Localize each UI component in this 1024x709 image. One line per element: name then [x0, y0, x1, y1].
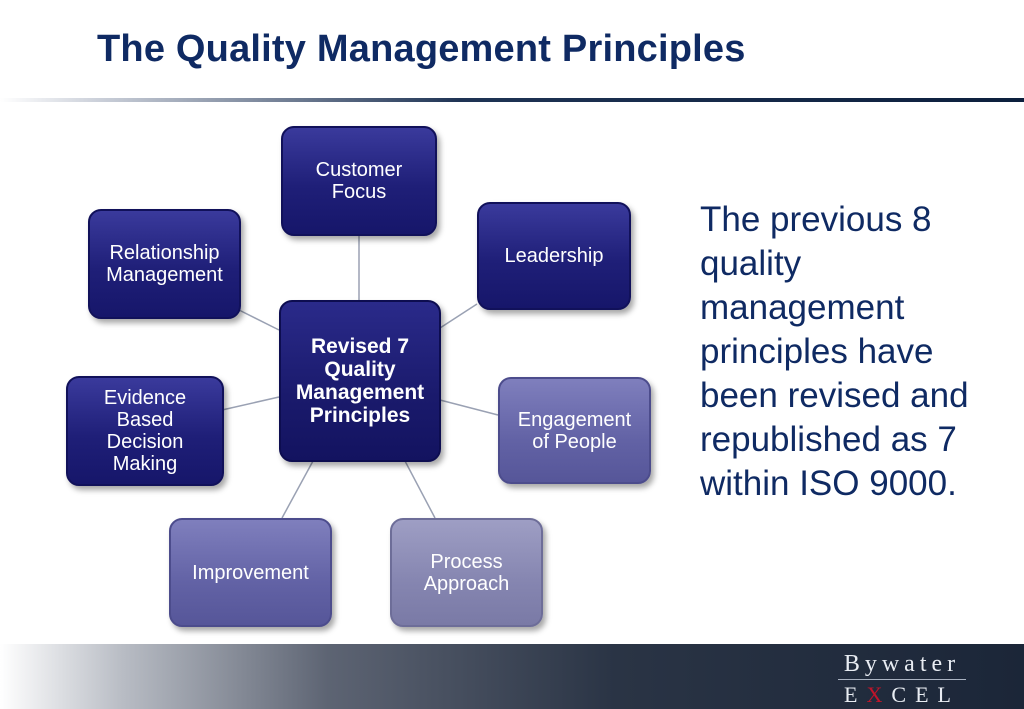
- connector-relationship: [238, 309, 280, 331]
- connector-engagement: [439, 399, 499, 416]
- footer-band: [0, 644, 1024, 709]
- page-title: The Quality Management Principles: [97, 28, 746, 70]
- connector-evidence: [221, 396, 280, 411]
- node-center-revised-principles: Revised 7 Quality Management Principles: [279, 300, 441, 462]
- description-text: The previous 8 quality management princi…: [700, 200, 969, 503]
- node-customer-focus: Customer Focus: [281, 126, 437, 236]
- node-relationship-management: Relationship Management: [88, 209, 241, 319]
- bywater-excel-logo: Bywater EXCEL: [832, 650, 972, 708]
- node-improvement: Improvement: [169, 518, 332, 627]
- node-engagement-of-people: Engagement of People: [498, 377, 651, 484]
- connector-improvement: [281, 460, 314, 519]
- node-process-approach: Process Approach: [390, 518, 543, 627]
- connector-leadership: [439, 303, 478, 329]
- node-evidence-based-decision-making: Evidence Based Decision Making: [66, 376, 224, 486]
- connector-process: [404, 460, 436, 519]
- node-leadership: Leadership: [477, 202, 631, 310]
- title-underline: [0, 98, 1024, 102]
